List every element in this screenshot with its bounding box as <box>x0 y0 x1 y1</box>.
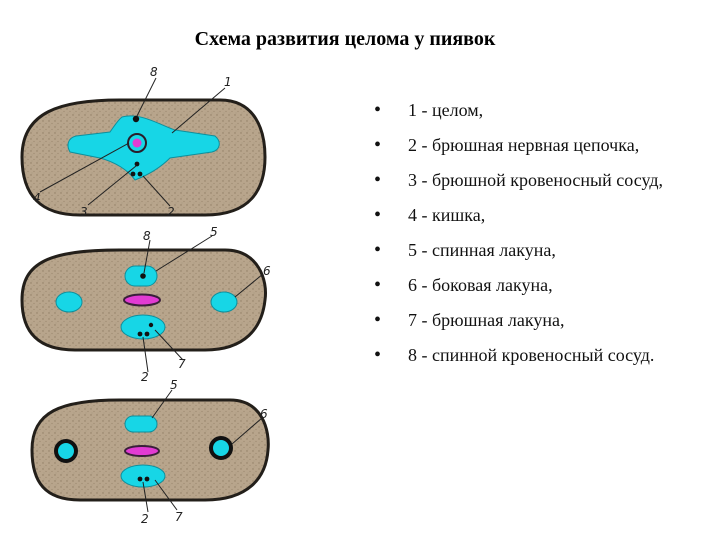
stage-3-cross-section: 5 6 2 7 <box>30 378 270 526</box>
ventral-nerve-cord <box>144 331 150 337</box>
legend-list: 1 - целом, 2 - брюшная нервная цепочка, … <box>368 98 698 378</box>
dorsal-blood-vessel <box>132 115 140 123</box>
legend-item-1: 1 - целом, <box>368 98 698 123</box>
intestine <box>124 445 160 457</box>
label-5: 5 <box>170 378 178 392</box>
stage-2-cross-section: 8 5 6 2 7 <box>20 225 271 384</box>
label-8: 8 <box>150 65 158 79</box>
ventral-lacuna <box>120 464 166 488</box>
label-4: 4 <box>33 191 41 205</box>
label-8: 8 <box>143 229 151 243</box>
legend-item-4: 4 - кишка, <box>368 203 698 228</box>
legend-item-5: 5 - спинная лакуна, <box>368 238 698 263</box>
label-5: 5 <box>210 225 218 239</box>
ventral-nerve-cord <box>137 171 143 177</box>
label-6: 6 <box>260 407 268 421</box>
page-title: Схема развития целома у пиявок <box>194 28 496 50</box>
lateral-lacuna-right <box>210 291 238 313</box>
ventral-nerve-cord <box>137 331 143 337</box>
legend-item-6: 6 - боковая лакуна, <box>368 273 698 298</box>
intestine-lumen <box>132 138 142 148</box>
label-7: 7 <box>175 510 183 524</box>
intestine <box>123 293 161 307</box>
label-2: 2 <box>167 205 175 219</box>
legend-item-8: 8 - спинной кровеносный сосуд. <box>368 343 698 368</box>
lateral-lacuna-left <box>55 291 83 313</box>
label-7: 7 <box>178 357 186 371</box>
ventral-nerve-cord <box>130 171 136 177</box>
label-3: 3 <box>80 205 88 219</box>
dorsal-lacuna <box>124 415 158 433</box>
label-2: 2 <box>141 370 149 384</box>
label-6: 6 <box>263 264 271 278</box>
lateral-lacuna-left <box>54 439 78 463</box>
ventral-lacuna <box>120 314 166 340</box>
legend-item-2: 2 - брюшная нервная цепочка, <box>368 133 698 158</box>
ventral-blood-vessel <box>148 322 154 328</box>
ventral-nerve-cord <box>137 476 143 482</box>
coelom-development-diagram: 8 1 4 3 2 8 5 6 2 7 <box>20 65 271 526</box>
ventral-blood-vessel <box>134 161 140 167</box>
label-2: 2 <box>141 512 149 526</box>
legend-item-7: 7 - брюшная лакуна, <box>368 308 698 333</box>
label-1: 1 <box>224 75 232 89</box>
stage-1-cross-section: 8 1 4 3 2 <box>20 65 267 219</box>
ventral-nerve-cord <box>144 476 150 482</box>
lateral-lacuna-right <box>209 436 233 460</box>
legend-item-3: 3 - брюшной кровеносный сосуд, <box>368 168 698 193</box>
dorsal-blood-vessel <box>140 273 146 279</box>
